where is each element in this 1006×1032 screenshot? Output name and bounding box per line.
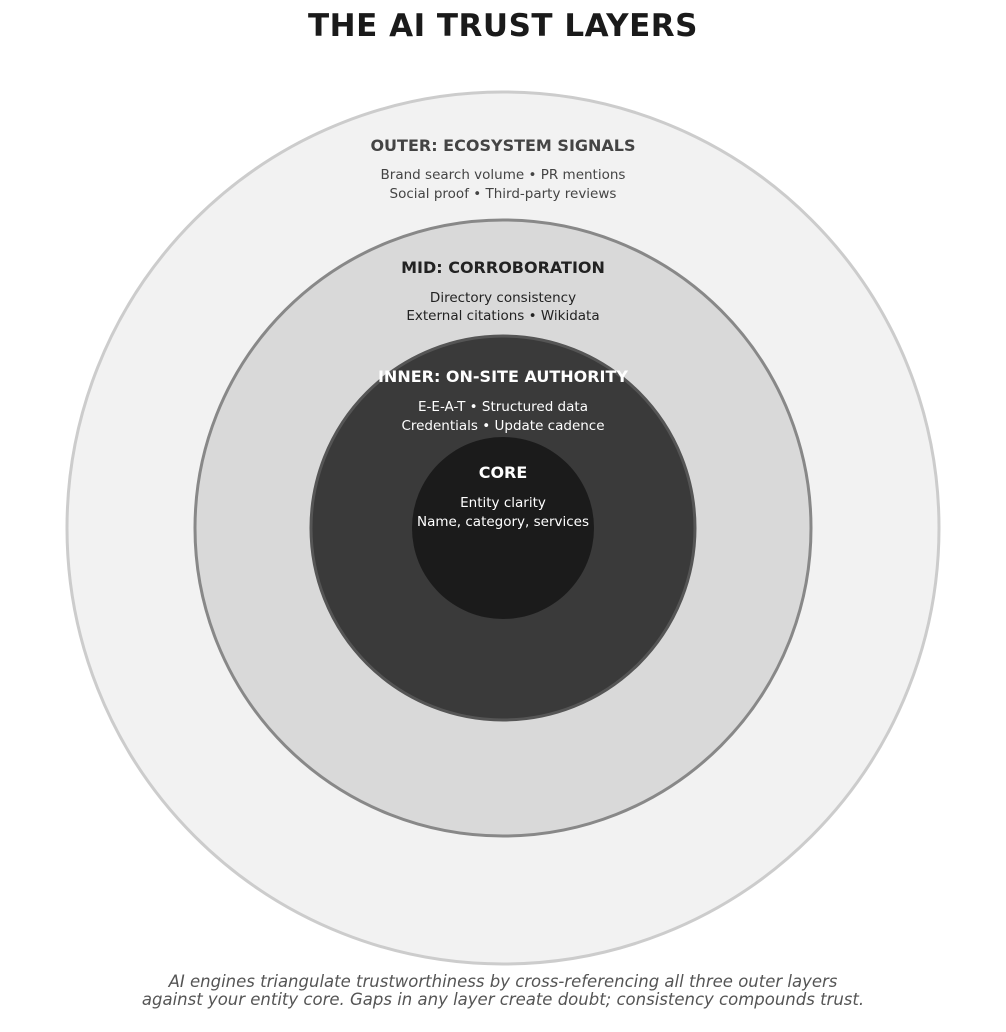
mid-ring-title: MID: CORROBORATION xyxy=(401,258,605,277)
core-circle xyxy=(412,437,594,619)
inner-ring-line-2: Credentials • Update cadence xyxy=(401,418,604,434)
mid-ring-line-2: External citations • Wikidata xyxy=(406,308,599,324)
caption-line-1: AI engines triangulate trustworthiness b… xyxy=(168,972,838,991)
page-title: THE AI TRUST LAYERS xyxy=(308,8,698,44)
inner-ring-title: INNER: ON-SITE AUTHORITY xyxy=(378,367,628,386)
outer-ring-title: OUTER: ECOSYSTEM SIGNALS xyxy=(370,136,635,155)
inner-ring-line-1: E-E-A-T • Structured data xyxy=(418,399,588,415)
mid-ring-line-1: Directory consistency xyxy=(430,290,576,306)
core-line-2: Name, category, services xyxy=(417,514,589,530)
outer-ring-line-2: Social proof • Third-party reviews xyxy=(390,186,617,202)
core-line-1: Entity clarity xyxy=(460,495,546,511)
outer-ring-line-1: Brand search volume • PR mentions xyxy=(381,167,626,183)
caption-line-2: against your entity core. Gaps in any la… xyxy=(141,990,865,1009)
core-title: CORE xyxy=(479,463,528,482)
caption: AI engines triangulate trustworthiness b… xyxy=(0,973,1006,1009)
